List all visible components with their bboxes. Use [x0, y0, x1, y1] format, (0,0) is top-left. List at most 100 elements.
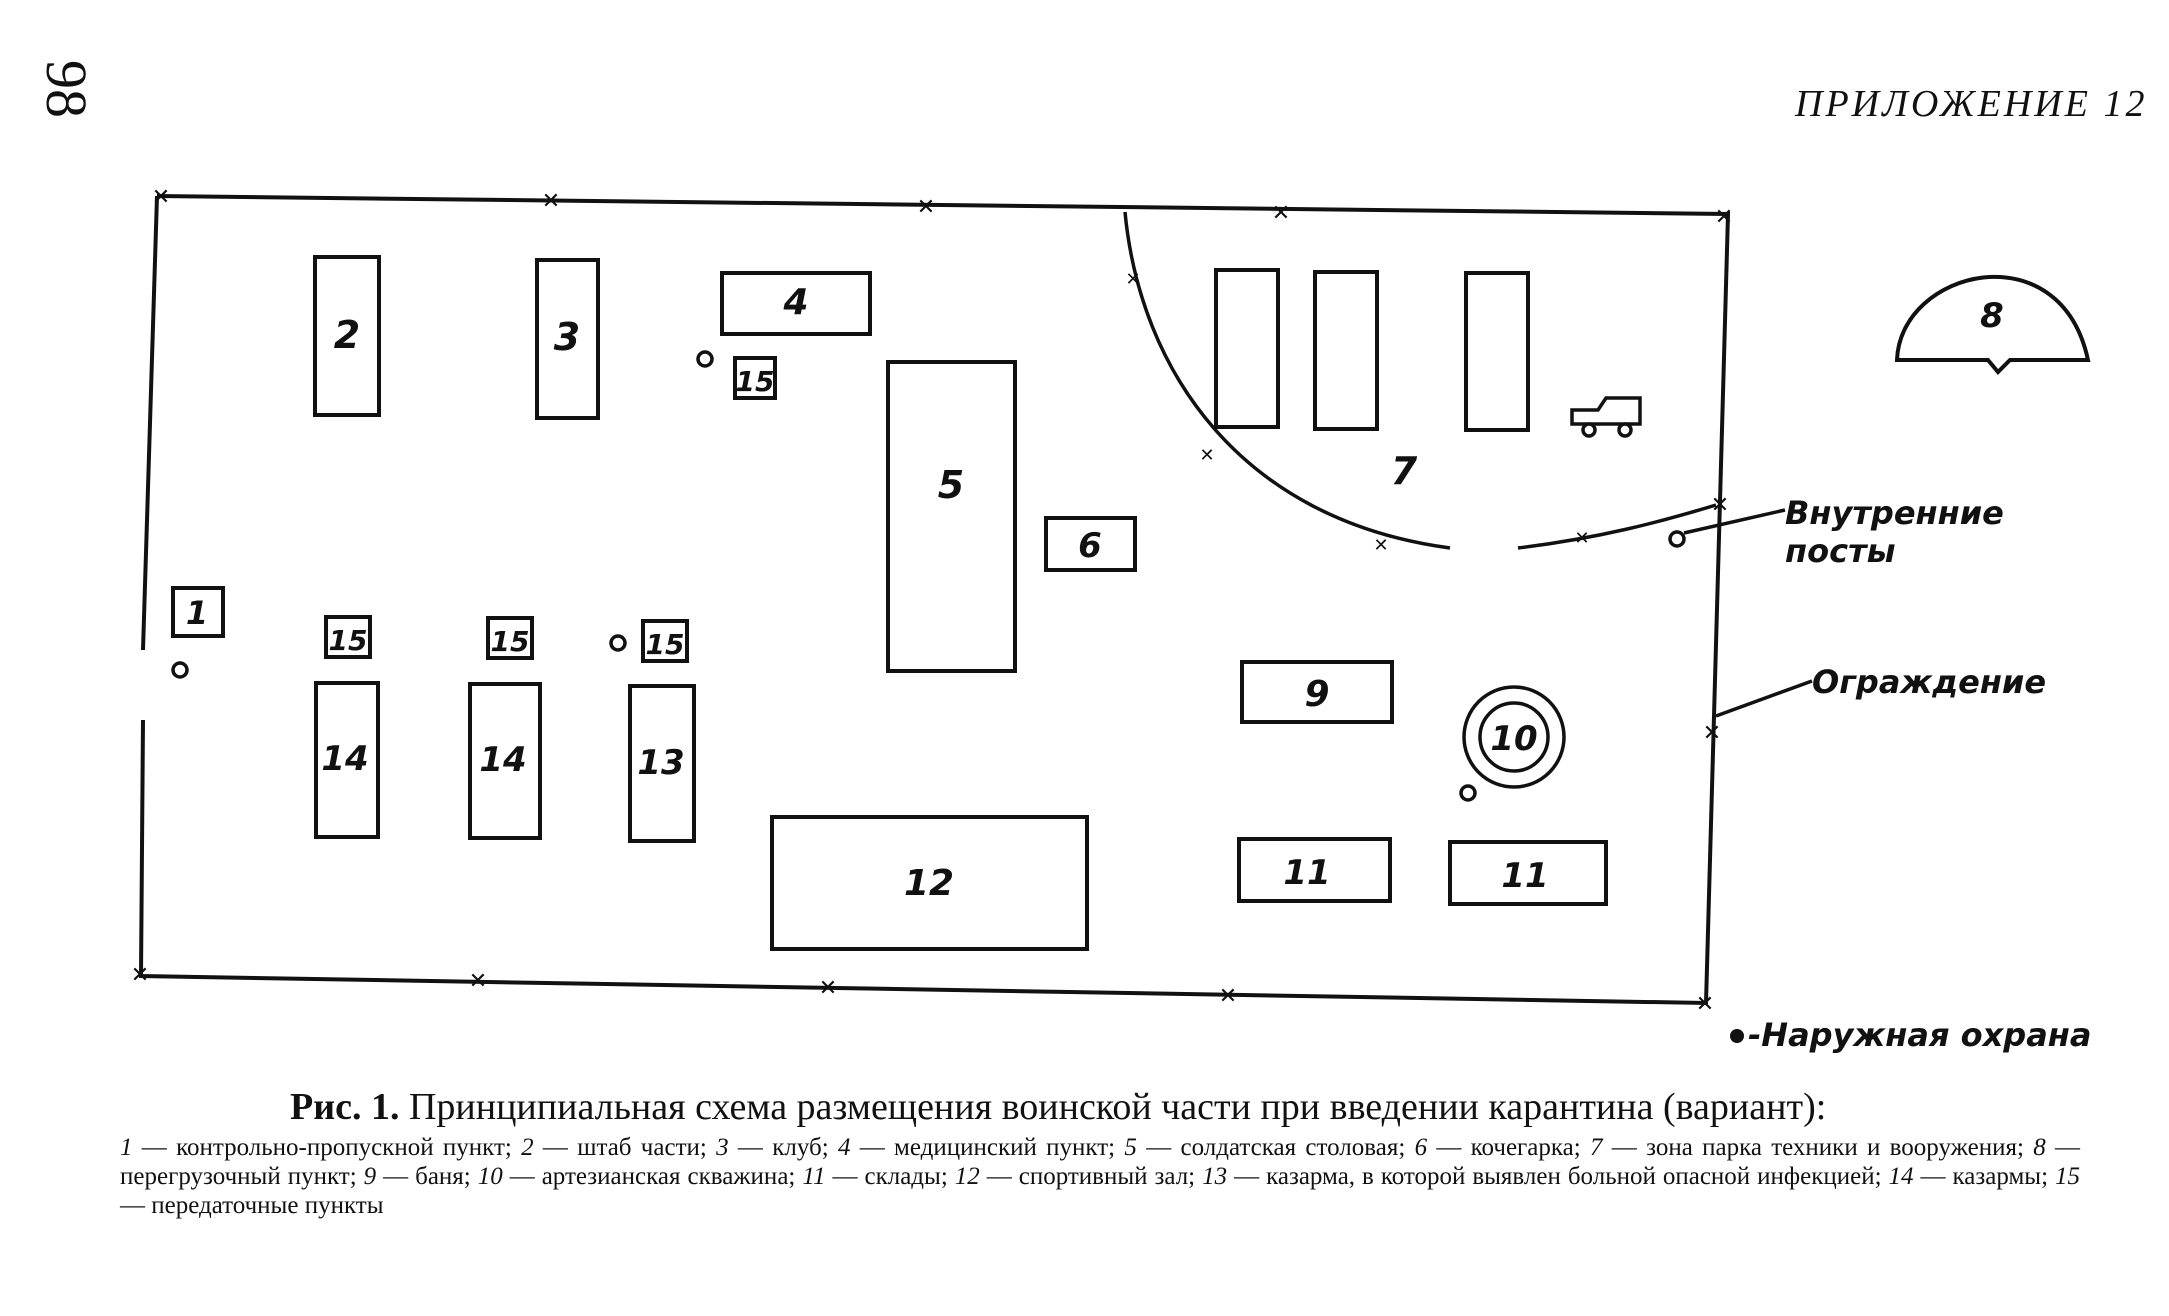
label-inner-posts-1: Внутренние — [1785, 494, 2004, 532]
vehicle-shed-1 — [1214, 268, 1280, 429]
legend-item: 10 — артезианская скважина; — [478, 1163, 803, 1190]
legend-text: — солдатская столовая; — [1136, 1134, 1415, 1161]
transfer-point-dome: 8 — [1894, 274, 2091, 375]
legend-number: 14 — [1888, 1163, 1914, 1190]
svg-text:✕: ✕ — [1272, 201, 1290, 226]
legend-text: — передаточные пункты — [120, 1192, 384, 1219]
transfer-point-15b: 15 — [324, 615, 372, 659]
svg-text:13: 13 — [637, 743, 684, 783]
label-4: 4 — [782, 282, 808, 323]
svg-text:✕: ✕ — [1219, 984, 1237, 1009]
legend-item: 1 — контрольно-пропускной пункт; — [120, 1134, 521, 1161]
warehouse-11a: 11 — [1237, 837, 1392, 903]
legend-item: 14 — казармы; — [1889, 1163, 2055, 1190]
label-fence: Ограждение — [1812, 663, 2046, 701]
barracks-13: 13 — [628, 684, 696, 843]
artesian-well-10: 10 — [1462, 685, 1566, 789]
label-7: 7 — [1391, 449, 1418, 493]
legend-number: 10 — [477, 1163, 503, 1190]
svg-text:✕: ✕ — [1199, 445, 1214, 466]
legend-text: — склады; — [825, 1163, 955, 1190]
outer-guard-marker — [1730, 1029, 1744, 1043]
svg-text:15: 15 — [646, 628, 685, 661]
legend-number: 4 — [837, 1134, 851, 1161]
label-3: 3 — [554, 315, 580, 359]
legend-text: — кочегарка; — [1427, 1134, 1591, 1161]
legend-number: 8 — [2033, 1134, 2046, 1161]
legend-number: 5 — [1124, 1134, 1137, 1161]
fence-post-markers: ✕ ✕ ✕ ✕ ✕ ✕ ✕ ✕ ✕ ✕ ✕ ✕ — [131, 185, 1733, 1017]
svg-text:✕: ✕ — [1703, 721, 1721, 746]
svg-text:✕: ✕ — [819, 976, 837, 1001]
truck-icon — [1570, 396, 1642, 438]
svg-text:✕: ✕ — [469, 969, 487, 994]
legend-text: — казармы; — [1913, 1163, 2056, 1190]
bathhouse-9: 9 — [1240, 660, 1394, 724]
label-outer-guard: -Наружная охрана — [1748, 1016, 2091, 1054]
transfer-point-15d: 15 — [641, 619, 689, 663]
svg-text:9: 9 — [1304, 674, 1329, 715]
figure-legend: 1 — контрольно-пропускной пункт; 2 — шта… — [120, 1133, 2080, 1220]
legend-text: — штаб части; — [533, 1134, 717, 1161]
legend-text: — клуб; — [728, 1134, 838, 1161]
legend-number: 15 — [2055, 1163, 2081, 1190]
svg-text:10: 10 — [1490, 719, 1537, 759]
legend-text: — баня; — [376, 1163, 478, 1190]
label-6: 6 — [1078, 526, 1102, 566]
label-2: 2 — [334, 313, 360, 357]
svg-text:✕: ✕ — [1125, 269, 1140, 290]
svg-text:11: 11 — [1501, 856, 1548, 896]
inner-post-markers — [171, 350, 1686, 802]
building-4: 4 — [720, 271, 872, 336]
building-1: 1 — [171, 586, 225, 638]
legend-item: 11 — склады; — [802, 1163, 954, 1190]
legend-item: 2 — штаб части; — [521, 1134, 716, 1161]
svg-text:✕: ✕ — [1711, 493, 1729, 518]
building-6: 6 — [1044, 516, 1137, 572]
legend-number: 1 — [120, 1134, 133, 1161]
warehouse-11b: 11 — [1448, 840, 1608, 906]
legend-text: — артезианская скважина; — [502, 1163, 803, 1190]
legend-item: 15 — передаточные пункты — [120, 1163, 2080, 1219]
svg-text:15: 15 — [329, 624, 368, 657]
svg-text:15: 15 — [491, 625, 530, 658]
legend-text: — спортивный зал; — [979, 1163, 1203, 1190]
label-inner-posts-2: посты — [1785, 532, 1896, 570]
figure-number: Рис. 1. — [290, 1086, 400, 1128]
svg-text:✕: ✕ — [1696, 992, 1714, 1017]
legend-item: 12 — спортивный зал; — [955, 1163, 1202, 1190]
label-5: 5 — [938, 463, 964, 507]
figure-title: Принципиальная схема размещения воинской… — [408, 1086, 1827, 1128]
svg-text:14: 14 — [321, 739, 368, 779]
legend-number: 2 — [521, 1134, 534, 1161]
svg-text:✕: ✕ — [131, 963, 149, 988]
legend-number: 7 — [1590, 1134, 1603, 1161]
legend-number: 12 — [954, 1163, 980, 1190]
svg-text:15: 15 — [736, 365, 775, 398]
barracks-14b: 14 — [468, 682, 542, 840]
legend-item: 3 — клуб; — [716, 1134, 838, 1161]
legend-text: — зона парка техники и вооружения; — [1602, 1134, 2034, 1161]
svg-text:✕: ✕ — [1574, 528, 1589, 549]
legend-item: 7 — зона парка техники и вооружения; — [1590, 1134, 2033, 1161]
legend-text: — медицинский пункт; — [850, 1134, 1125, 1161]
legend-item: 4 — медицинский пункт; — [838, 1134, 1124, 1161]
label-1: 1 — [186, 594, 208, 632]
legend-number: 11 — [802, 1163, 826, 1190]
legend-item: 6 — кочегарка; — [1415, 1134, 1590, 1161]
vehicle-shed-2 — [1313, 270, 1379, 431]
legend-number: 13 — [1202, 1163, 1228, 1190]
svg-text:✕: ✕ — [542, 189, 560, 214]
svg-text:✕: ✕ — [1715, 205, 1733, 230]
svg-text:12: 12 — [904, 863, 954, 904]
legend-item: 13 — казарма, в которой выявлен больной … — [1202, 1163, 1888, 1190]
building-3: 3 — [535, 258, 600, 420]
building-5: 5 — [886, 360, 1017, 673]
transfer-point-15a: 15 — [733, 356, 777, 400]
barracks-14a: 14 — [314, 681, 380, 839]
building-2: 2 — [313, 255, 381, 417]
svg-text:11: 11 — [1283, 853, 1330, 893]
vehicle-zone-boundary — [1123, 211, 1451, 550]
legend-text: — перегрузочный пункт; — [120, 1134, 2080, 1190]
